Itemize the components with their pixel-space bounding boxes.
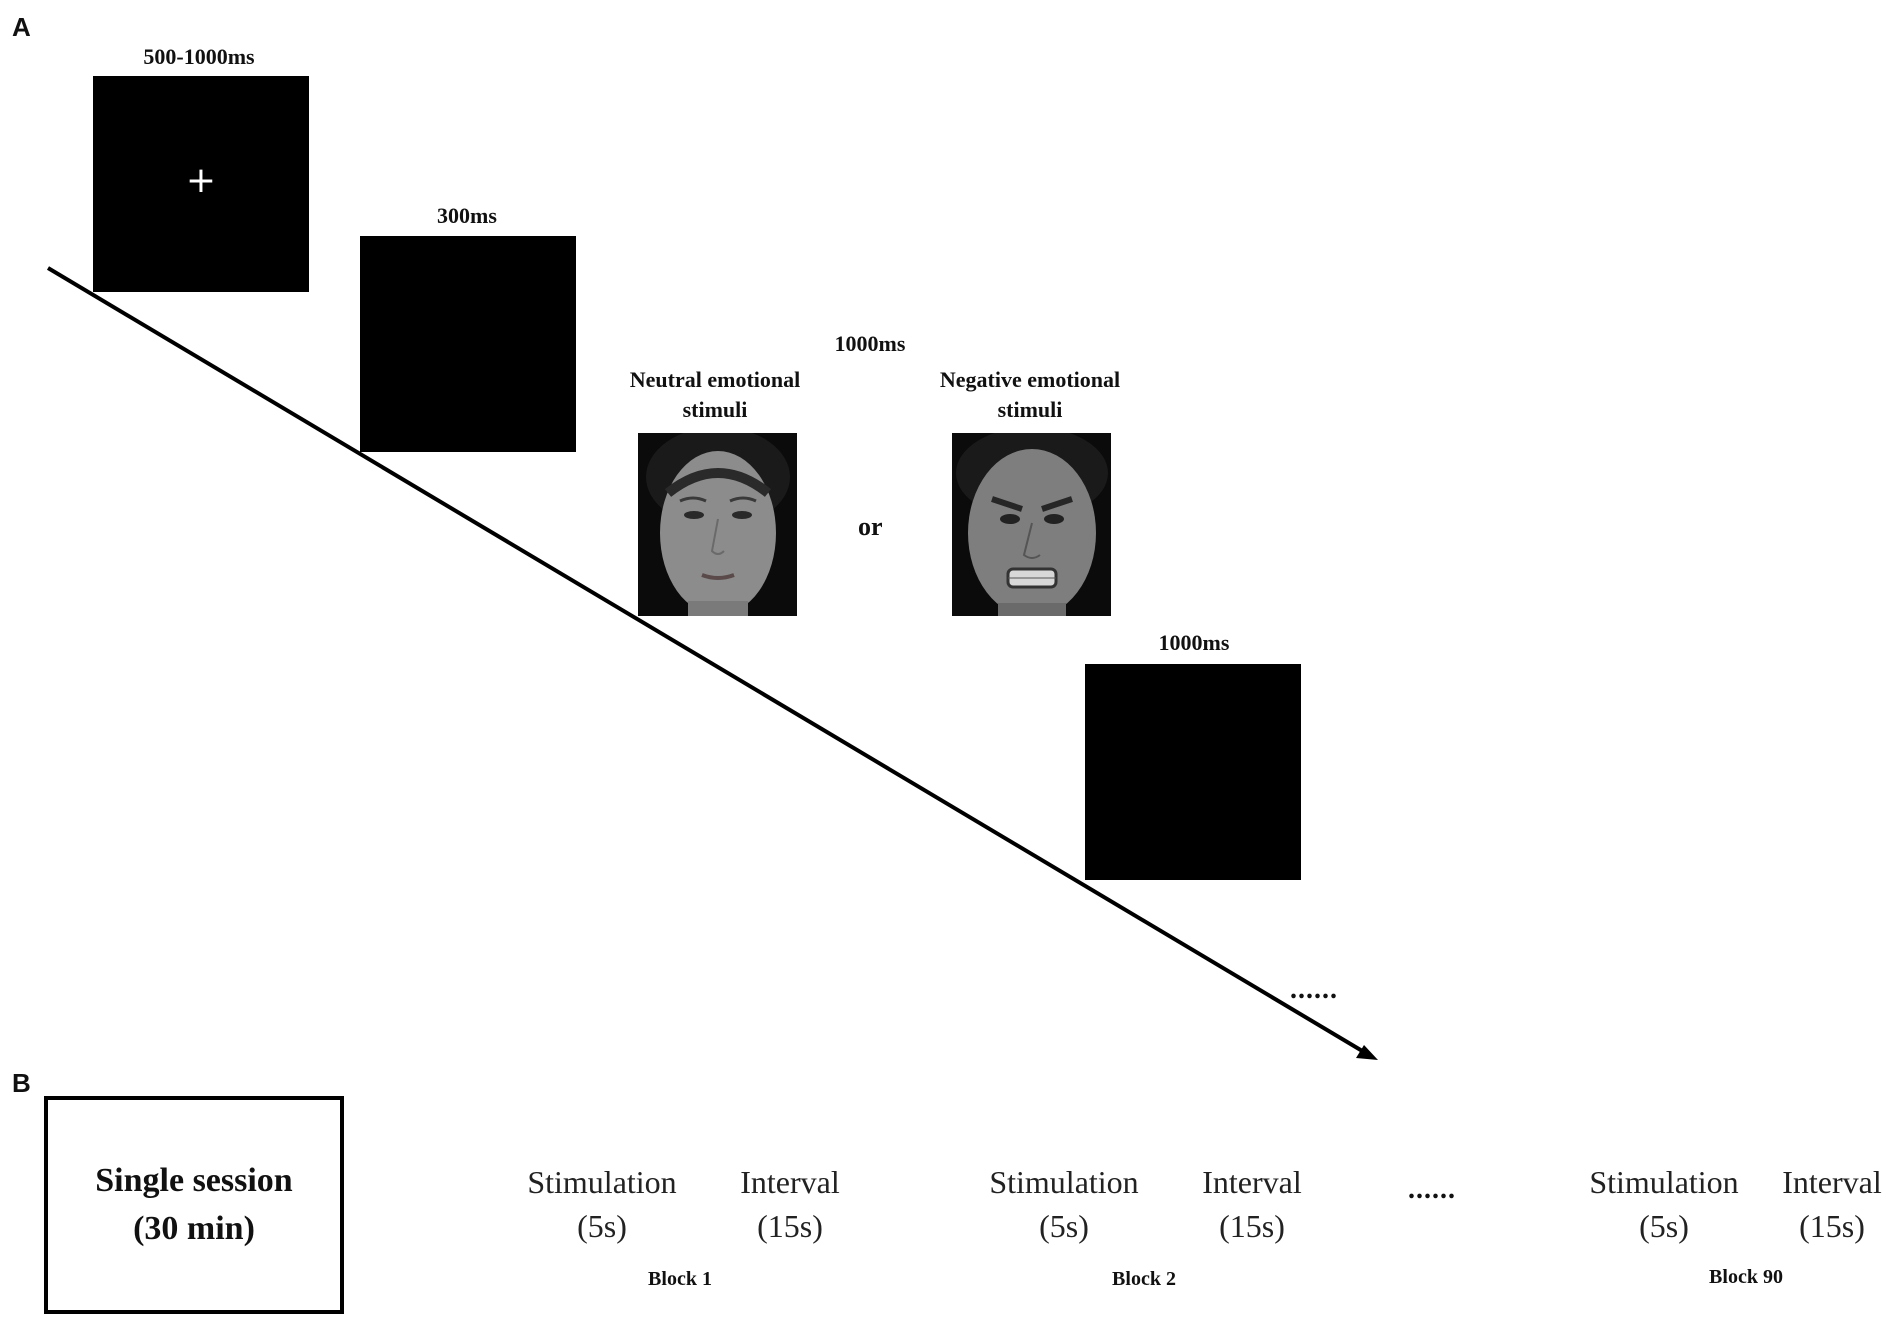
fixation-cross: + [185, 160, 217, 201]
continuation-dots: ...... [1290, 974, 1338, 1005]
interval-duration: (15s) [1799, 1208, 1865, 1244]
session-box: Single session (30 min) [44, 1096, 344, 1314]
block90-interval: Interval (15s) [1762, 1160, 1902, 1248]
neutral-stimulus-label: Neutral emotional stimuli [629, 367, 801, 422]
blank1-duration: 300ms [437, 203, 497, 228]
block90-stimulation: Stimulation (5s) [1572, 1160, 1756, 1248]
stimulation-label: Stimulation [1589, 1164, 1739, 1200]
blocks-ellipsis: ...... [1408, 1174, 1456, 1205]
or-text: or [858, 512, 883, 541]
blank2-duration: 1000ms [1158, 630, 1230, 655]
block1-interval: Interval (15s) [720, 1160, 860, 1248]
session-title: Single session [95, 1162, 293, 1199]
stimulation-duration: (5s) [577, 1208, 627, 1244]
fixation-duration: 500-1000ms [143, 44, 255, 69]
interval-label: Interval [740, 1164, 840, 1200]
panel-b-label: B [12, 1068, 31, 1098]
fixation-screen: + [93, 76, 309, 292]
interval-label: Interval [1202, 1164, 1302, 1200]
block1-stimulation: Stimulation (5s) [510, 1160, 694, 1248]
blank-screen-2 [1085, 664, 1301, 880]
stimulus-duration: 1000ms [834, 331, 906, 356]
negative-stimulus-label: Negative emotional stimuli [939, 367, 1121, 422]
blank-screen-1 [360, 236, 576, 452]
block2-label: Block 2 [1112, 1268, 1176, 1290]
interval-label: Interval [1782, 1164, 1882, 1200]
stimulation-duration: (5s) [1039, 1208, 1089, 1244]
interval-duration: (15s) [1219, 1208, 1285, 1244]
block90-label: Block 90 [1709, 1266, 1783, 1288]
neutral-face-image [638, 433, 797, 616]
panel-a-label: A [12, 12, 31, 42]
stimulation-label: Stimulation [989, 1164, 1139, 1200]
stimulation-label: Stimulation [527, 1164, 677, 1200]
session-duration: (30 min) [133, 1210, 255, 1247]
block2-interval: Interval (15s) [1182, 1160, 1322, 1248]
stimulation-duration: (5s) [1639, 1208, 1689, 1244]
interval-duration: (15s) [757, 1208, 823, 1244]
negative-face-image [952, 433, 1111, 616]
block1-label: Block 1 [648, 1268, 712, 1290]
block2-stimulation: Stimulation (5s) [972, 1160, 1156, 1248]
